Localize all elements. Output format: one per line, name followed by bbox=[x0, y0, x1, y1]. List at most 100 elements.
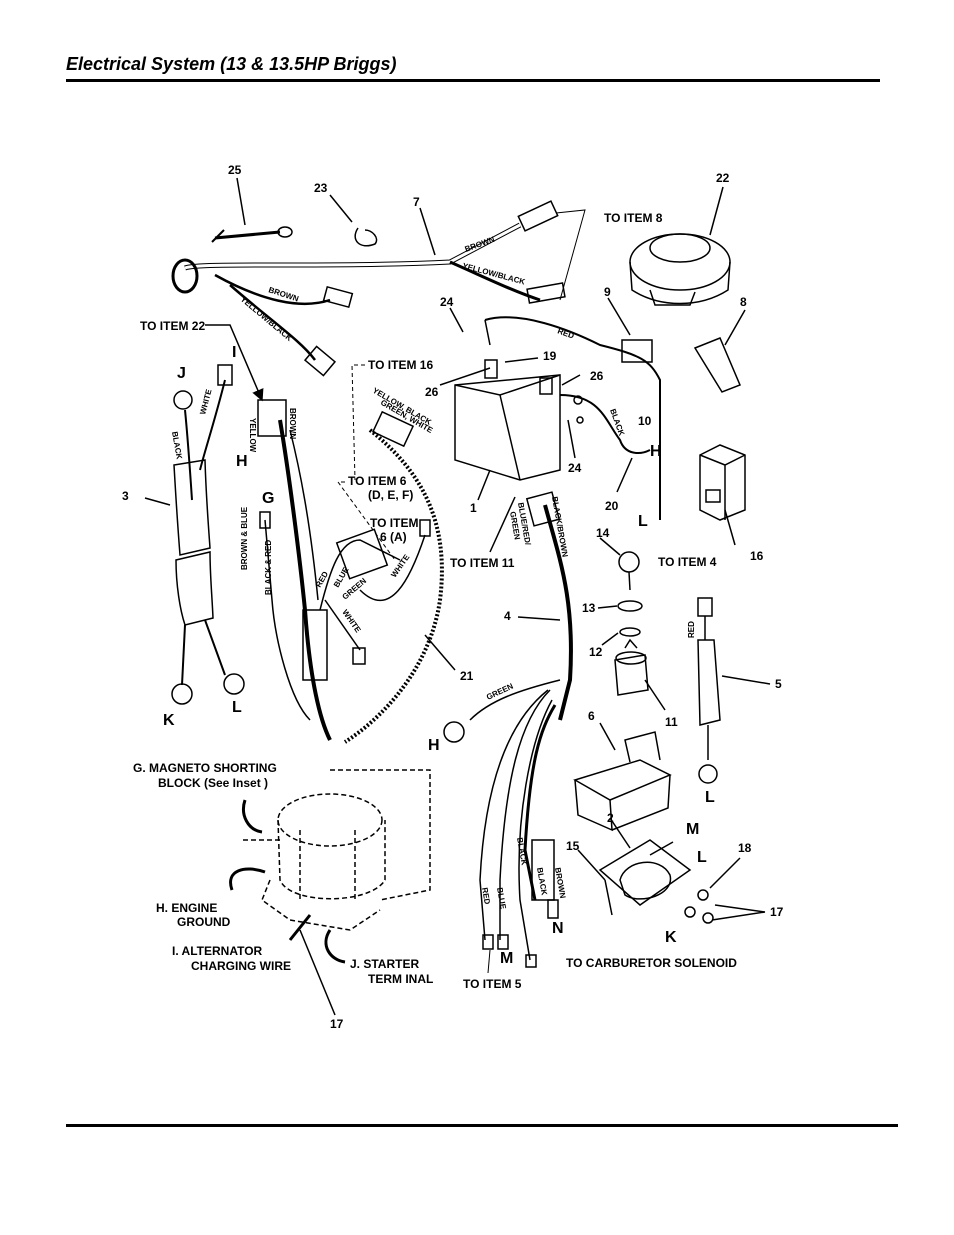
svg-text:BLACK: BLACK bbox=[608, 408, 626, 438]
letter-J: J bbox=[177, 365, 186, 382]
callout-24b: 24 bbox=[568, 461, 582, 475]
relay-item-10 bbox=[621, 339, 653, 363]
label-j2: TERM INAL bbox=[368, 972, 433, 986]
label-to-item-6b: TO ITEM bbox=[370, 516, 418, 530]
callout-17a: 17 bbox=[770, 905, 784, 919]
letter-I: I bbox=[232, 344, 236, 361]
svg-text:RED: RED bbox=[556, 326, 575, 340]
label-carburetor-solenoid: TO CARBURETOR SOLENOID bbox=[566, 956, 737, 970]
callout-11: 11 bbox=[665, 715, 678, 729]
callout-16: 16 bbox=[750, 549, 764, 563]
label-i1: I. ALTERNATOR bbox=[172, 944, 263, 958]
letter-M2: M bbox=[500, 950, 513, 967]
label-to-item-4: TO ITEM 4 bbox=[658, 555, 717, 569]
label-to-item-22: TO ITEM 22 bbox=[140, 319, 205, 333]
letter-H2: H bbox=[650, 443, 662, 460]
svg-text:RED: RED bbox=[687, 621, 696, 638]
callout-12: 12 bbox=[589, 645, 603, 659]
harness-item-7 bbox=[171, 200, 586, 377]
svg-text:RED: RED bbox=[314, 570, 330, 589]
label-to-item-11: TO ITEM 11 bbox=[450, 556, 515, 570]
black-cable-item-20 bbox=[559, 394, 651, 454]
callout-23: 23 bbox=[314, 181, 328, 195]
harness-item-4 bbox=[443, 491, 573, 968]
label-g2: BLOCK (See Inset ) bbox=[158, 776, 268, 790]
page-title: Electrical System (13 & 13.5HP Briggs) bbox=[66, 54, 397, 74]
label-to-item-5: TO ITEM 5 bbox=[463, 977, 522, 991]
clip-item-23 bbox=[354, 227, 378, 247]
svg-text:WHITE: WHITE bbox=[198, 388, 214, 416]
label-h2: GROUND bbox=[177, 915, 231, 929]
svg-text:BROWN: BROWN bbox=[464, 235, 497, 254]
letter-L4: L bbox=[697, 849, 707, 866]
callout-17b: 17 bbox=[330, 1017, 344, 1031]
svg-text:BLACK: BLACK bbox=[170, 431, 184, 460]
svg-text:BROWN: BROWN bbox=[288, 408, 297, 439]
arrow-h bbox=[229, 867, 266, 891]
callout-8: 8 bbox=[740, 295, 747, 309]
svg-text:YELLOW: YELLOW bbox=[248, 418, 257, 453]
footer-rule bbox=[66, 1124, 898, 1127]
pointer-labels: TO ITEM 8 TO ITEM 22 TO ITEM 16 TO ITEM … bbox=[140, 211, 737, 991]
callout-3: 3 bbox=[122, 489, 129, 503]
label-def: (D, E, F) bbox=[368, 488, 413, 502]
callout-4: 4 bbox=[504, 609, 511, 623]
callout-15: 15 bbox=[566, 839, 580, 853]
callout-6: 6 bbox=[588, 709, 595, 723]
ignition-switch-item-11 bbox=[614, 551, 649, 696]
callout-5: 5 bbox=[775, 677, 782, 691]
letter-K1: K bbox=[163, 712, 175, 729]
callout-numbers: 1 2 3 4 5 6 7 8 9 10 11 12 13 14 15 16 1… bbox=[122, 163, 784, 1031]
letter-G: G bbox=[262, 490, 274, 507]
label-six-a: 6 (A) bbox=[380, 530, 407, 544]
svg-text:BLACK: BLACK bbox=[535, 867, 549, 896]
letter-L1: L bbox=[232, 699, 242, 716]
engine-labels: G. MAGNETO SHORTING BLOCK (See Inset ) H… bbox=[133, 761, 433, 986]
engine-illustration bbox=[240, 769, 431, 931]
label-to-item-16: TO ITEM 16 bbox=[368, 358, 433, 372]
letter-markers: J I H G K L H L L H M L K N M bbox=[163, 344, 715, 967]
label-h1: H. ENGINE bbox=[156, 901, 217, 915]
callout-10: 10 bbox=[638, 414, 652, 428]
switch-item-2 bbox=[598, 839, 714, 924]
battery-item-1 bbox=[454, 359, 561, 481]
harness-item-21 bbox=[257, 399, 444, 744]
callout-1: 1 bbox=[470, 501, 477, 515]
svg-text:BLACK & RED: BLACK & RED bbox=[264, 540, 273, 595]
letter-H3: H bbox=[428, 737, 440, 754]
callout-18: 18 bbox=[738, 841, 752, 855]
wire-color-labels: BROWN YELLOW/BLACK BROWN YELLOW/BLACK RE… bbox=[170, 235, 696, 911]
label-to-item-8: TO ITEM 8 bbox=[604, 211, 663, 225]
svg-text:GREEN: GREEN bbox=[485, 682, 515, 702]
svg-text:WHITE: WHITE bbox=[340, 608, 363, 635]
arrow-g bbox=[242, 799, 263, 834]
label-to-item-6a: TO ITEM 6 bbox=[348, 474, 407, 488]
callout-21: 21 bbox=[460, 669, 474, 683]
svg-text:BLUE: BLUE bbox=[332, 565, 351, 589]
letter-L2: L bbox=[638, 513, 648, 530]
fuse-holder-item-5 bbox=[697, 597, 721, 784]
callout-7: 7 bbox=[413, 195, 420, 209]
callout-14: 14 bbox=[596, 526, 610, 540]
label-j1: J. STARTER bbox=[350, 957, 419, 971]
harness-item-3 bbox=[171, 364, 245, 705]
callout-9: 9 bbox=[604, 285, 611, 299]
callout-22: 22 bbox=[716, 171, 730, 185]
callout-24a: 24 bbox=[440, 295, 454, 309]
red-wire bbox=[484, 316, 661, 520]
callout-26a: 26 bbox=[425, 385, 439, 399]
relay-box-item-16 bbox=[699, 444, 746, 521]
svg-text:BLUE: BLUE bbox=[495, 887, 508, 911]
letter-M1: M bbox=[686, 821, 699, 838]
letter-L3: L bbox=[705, 789, 715, 806]
letter-N: N bbox=[552, 920, 564, 937]
part-item-22 bbox=[629, 233, 731, 306]
connector-item-6 bbox=[573, 731, 672, 832]
callout-20: 20 bbox=[605, 499, 619, 513]
callout-13: 13 bbox=[582, 601, 596, 615]
letter-H1: H bbox=[236, 453, 248, 470]
callout-2: 2 bbox=[607, 811, 614, 825]
letter-K2: K bbox=[665, 929, 677, 946]
callout-26b: 26 bbox=[590, 369, 604, 383]
